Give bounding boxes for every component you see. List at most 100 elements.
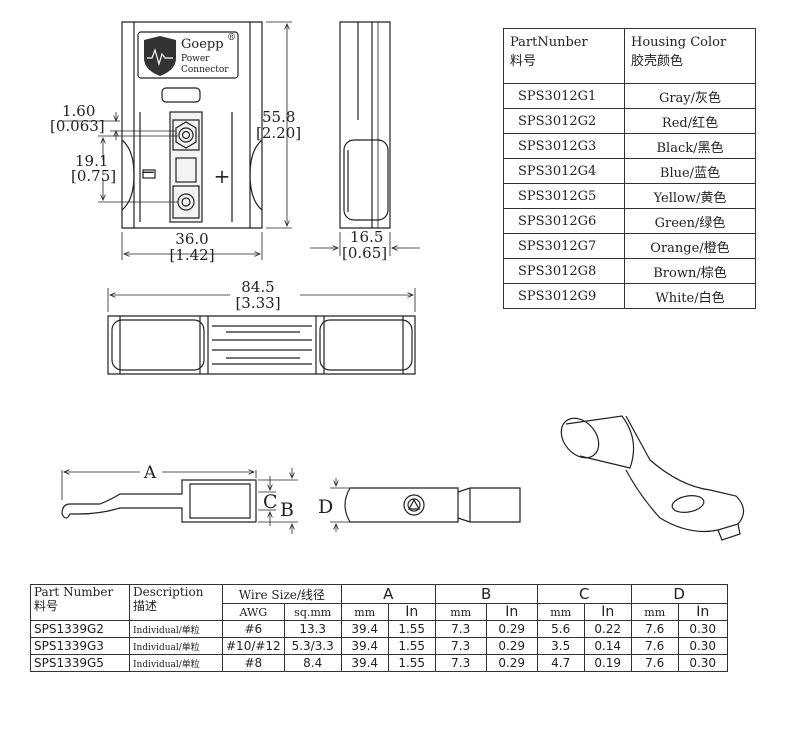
header-d-mm: mm <box>630 603 679 621</box>
terminal-isometric-view <box>560 415 745 541</box>
d-mm-cell: 7.6 <box>630 620 679 638</box>
terminal-spec-table: Part Number 料号 Description 描述 Wire Size/… <box>30 584 728 672</box>
width-dimension <box>121 232 263 260</box>
mated-mm: 84.5 <box>241 278 274 296</box>
header-awg: AWG <box>222 603 285 621</box>
part-cell: SPS1339G5 <box>30 654 130 672</box>
part-number-cell: SPS3012G7 <box>503 233 625 259</box>
d-mm-cell: 7.6 <box>630 654 679 672</box>
width-in: [1.42] <box>169 246 214 264</box>
housing-color-cell: Gray/灰色 <box>624 83 756 109</box>
part-number-cell: SPS3012G5 <box>503 183 625 209</box>
sqmm-cell: 5.3/3.3 <box>283 637 342 655</box>
label-a: A <box>143 463 157 483</box>
logo-icon <box>144 36 176 76</box>
header-sqmm: sq.mm <box>283 603 342 621</box>
c-in-cell: 0.22 <box>583 620 632 638</box>
desc-cell: Individual/单粒 <box>129 620 223 638</box>
header-a-in: In <box>387 603 436 621</box>
header-c-in: In <box>583 603 632 621</box>
housing-color-cell: Red/红色 <box>624 108 756 134</box>
brand-line-2: Connector <box>181 65 229 75</box>
d-mm-cell: 7.6 <box>630 637 679 655</box>
sqmm-cell: 8.4 <box>283 654 342 672</box>
c-mm-cell: 3.5 <box>536 637 585 655</box>
housing-color-cell: White/白色 <box>624 283 756 309</box>
a-mm-cell: 39.4 <box>340 620 389 638</box>
header-b-mm: mm <box>434 603 487 621</box>
dimension-b-c <box>258 468 298 534</box>
header-d-in: In <box>677 603 728 621</box>
mated-dimension <box>107 288 416 312</box>
housing-color-cell: Green/绿色 <box>624 208 756 234</box>
b-mm-cell: 7.3 <box>434 637 487 655</box>
height-mm: 55.8 <box>262 108 295 126</box>
height-dimension <box>266 21 292 229</box>
pitch-in: [0.75] <box>71 167 116 185</box>
header-c: C <box>536 584 632 604</box>
part-number-cell: SPS3012G6 <box>503 208 625 234</box>
a-mm-cell: 39.4 <box>340 637 389 655</box>
registered-mark: ® <box>227 33 236 43</box>
awg-cell: #10/#12 <box>222 637 285 655</box>
label-d: D <box>318 496 333 518</box>
header-a-mm: mm <box>340 603 389 621</box>
small-in: [0.063] <box>50 117 105 135</box>
part-number-cell: SPS3012G9 <box>503 283 625 309</box>
header-description: Description 描述 <box>129 584 223 621</box>
housing-side-view <box>339 21 391 229</box>
awg-cell: #6 <box>222 620 285 638</box>
housing-color-cell: Brown/棕色 <box>624 258 756 284</box>
a-in-cell: 1.55 <box>387 620 436 638</box>
header-wire-size: Wire Size/线径 <box>222 584 342 604</box>
c-in-cell: 0.14 <box>583 637 632 655</box>
terminal-side-view <box>61 479 257 523</box>
part-cell: SPS1339G3 <box>30 637 130 655</box>
a-in-cell: 1.55 <box>387 637 436 655</box>
housing-color-cell: Orange/橙色 <box>624 233 756 259</box>
dimension-a <box>61 470 257 500</box>
desc-cell: Individual/单粒 <box>129 637 223 655</box>
b-in-cell: 0.29 <box>485 637 538 655</box>
part-number-cell: SPS3012G1 <box>503 83 625 109</box>
header-d: D <box>630 584 728 604</box>
b-mm-cell: 7.3 <box>434 620 487 638</box>
a-in-cell: 1.55 <box>387 654 436 672</box>
label-b: B <box>280 499 294 521</box>
part-number-cell: SPS3012G4 <box>503 158 625 184</box>
terminal-top-view <box>344 487 521 523</box>
header-b-in: In <box>485 603 538 621</box>
brand-line-1: Power <box>181 54 210 64</box>
height-in: [2.20] <box>256 124 301 142</box>
width-mm: 36.0 <box>175 230 208 248</box>
part-number-cell: SPS3012G2 <box>503 108 625 134</box>
housing-front-view <box>121 21 263 229</box>
header-c-mm: mm <box>536 603 585 621</box>
mated-pair-view <box>107 315 416 375</box>
d-in-cell: 0.30 <box>677 620 728 638</box>
header-housing-color: Housing Color 胶壳颜色 <box>624 28 756 84</box>
part-cell: SPS1339G2 <box>30 620 130 638</box>
c-mm-cell: 5.6 <box>536 620 585 638</box>
b-mm-cell: 7.3 <box>434 654 487 672</box>
plus-sign: + <box>214 164 231 188</box>
d-in-cell: 0.30 <box>677 637 728 655</box>
mated-in: [3.33] <box>235 294 280 312</box>
sqmm-cell: 13.3 <box>283 620 342 638</box>
part-number-cell: SPS3012G3 <box>503 133 625 159</box>
c-in-cell: 0.19 <box>583 654 632 672</box>
c-mm-cell: 4.7 <box>536 654 585 672</box>
label-c: C <box>263 491 278 513</box>
b-in-cell: 0.29 <box>485 620 538 638</box>
